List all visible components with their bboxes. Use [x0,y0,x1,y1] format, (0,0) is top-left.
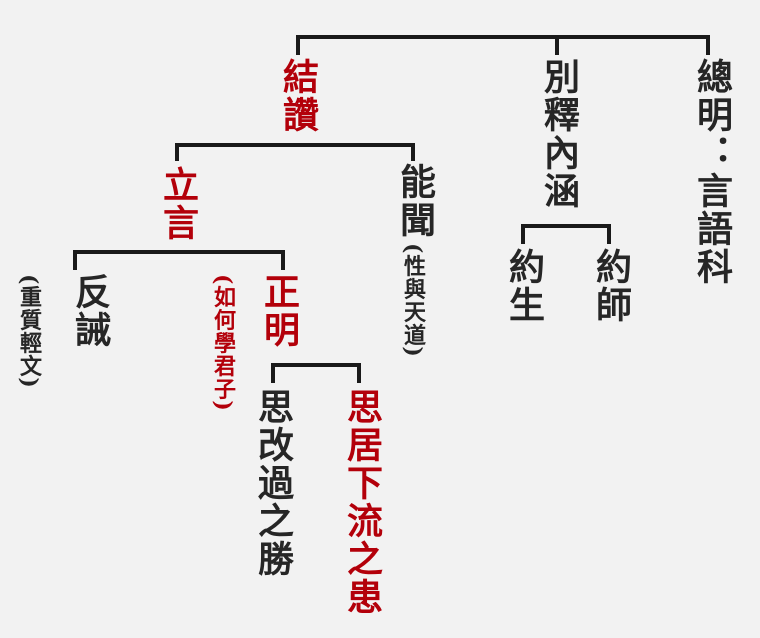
bracket-liyan-drop-1 [73,250,77,270]
node-liyan: 立言 [157,166,199,242]
bracket-root-bar [296,35,710,39]
node-jiezan: 結讚 [277,58,319,134]
node-zhengming: 正明 [258,273,300,349]
node-yueshi: 約師 [590,248,632,324]
bracket-biehan-drop-1 [521,224,525,244]
bracket-zhengming-drop-1 [271,363,275,383]
bracket-root-drop-3 [706,35,710,55]
node-nengwen: 能聞 [394,163,436,239]
node-yuesheng: 約生 [503,248,545,324]
bracket-zhengming-drop-2 [357,363,361,383]
node-siju: 思居下流之患 [341,388,383,616]
bracket-liyan-bar [73,250,285,254]
bracket-jiezan-drop-1 [175,143,179,161]
bracket-root-drop-2 [555,35,559,55]
bracket-biehan-drop-2 [607,224,611,244]
node-nengwen-note: (性與天道) [400,243,426,358]
bracket-biehan-bar [521,224,611,228]
bracket-liyan-drop-2 [281,250,285,270]
bracket-root-drop-1 [296,35,300,55]
node-zongming: 總明：言語科 [691,58,733,286]
node-sigai: 思改過之勝 [252,388,294,578]
node-zhengming-note: (如何學君子) [210,274,236,412]
bracket-jiezan-drop-2 [411,143,415,161]
node-fanjie: 反誡 [69,273,111,349]
node-fanjie-note: (重質輕文) [16,274,42,389]
node-biehan: 別釋內涵 [538,58,580,210]
bracket-jiezan-bar [175,143,415,147]
bracket-zhengming-bar [271,363,361,367]
